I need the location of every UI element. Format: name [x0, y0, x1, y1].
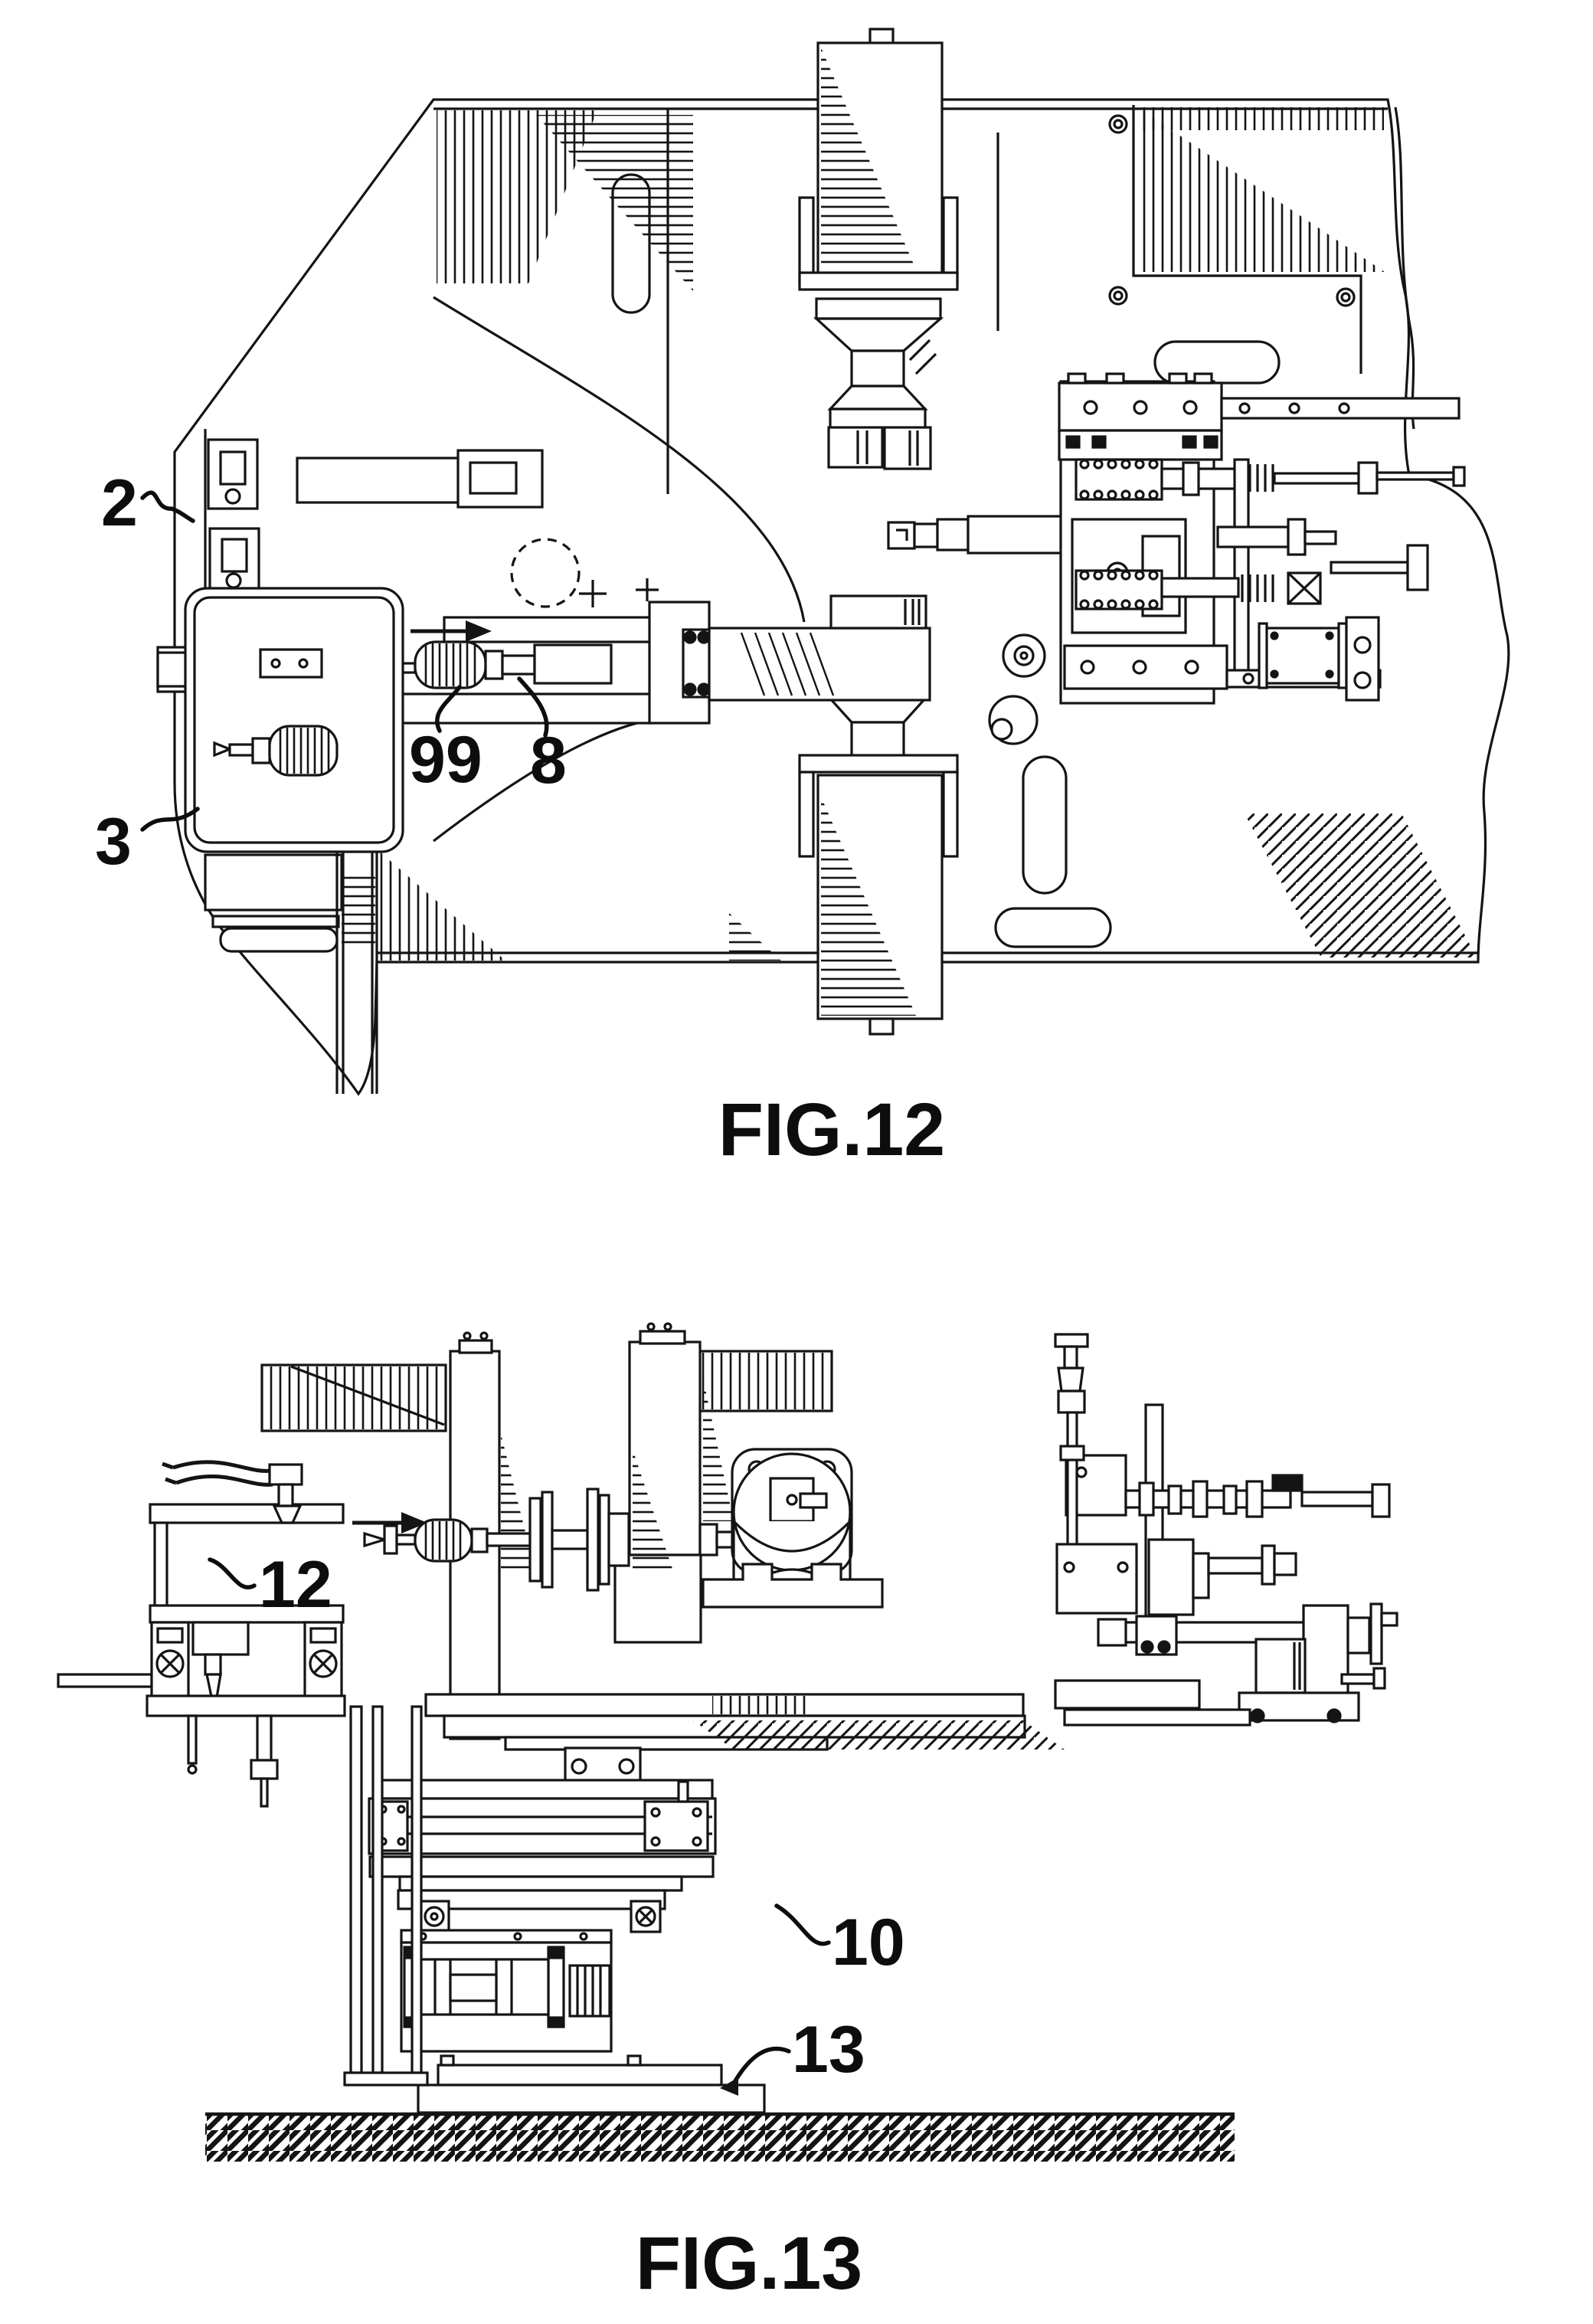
- flow-arrow-icon: [411, 620, 492, 642]
- xy-stage-and-base: [368, 1746, 766, 2114]
- spindle-housing: [702, 1448, 884, 1609]
- fig12-caption: FIG.12: [718, 1088, 946, 1171]
- left-drill-stand: [57, 1460, 429, 2087]
- right-slide-assembly: [988, 372, 1466, 745]
- plate-hatching: [331, 107, 1477, 961]
- figure-13: 12 10 13 FIG.13: [57, 1322, 1398, 2305]
- top-press-unit: [798, 28, 959, 455]
- ref-label-8: 8: [530, 724, 567, 797]
- flow-arrow-icon: [352, 1512, 427, 1534]
- ref-label-13: 13: [792, 2013, 865, 2087]
- ref-label-3: 3: [95, 805, 132, 879]
- left-feeder-unit: [184, 438, 404, 1094]
- figure-12: 2 3 99 8 FIG.12: [95, 28, 1510, 1171]
- right-tool-assembly: [1054, 1333, 1398, 1727]
- ref-label-99: 99: [409, 723, 482, 797]
- wall-hatch-blocks: [260, 1350, 833, 1432]
- ref-label-12: 12: [259, 1548, 332, 1622]
- ref-label-2: 2: [101, 466, 138, 540]
- fig13-caption: FIG.13: [636, 2221, 863, 2305]
- ground-hatch: [205, 2112, 1235, 2162]
- work-pocket: [433, 296, 806, 843]
- machine-bed-plate-outline: [173, 98, 1510, 1096]
- machine-bed: [424, 1693, 1065, 1751]
- bottom-press-unit: [798, 697, 959, 1036]
- ref-label-10: 10: [832, 1906, 905, 1979]
- reference-leaders: [140, 490, 549, 832]
- horizontal-spindle: [363, 1488, 734, 1592]
- reference-leaders: [208, 1557, 831, 2096]
